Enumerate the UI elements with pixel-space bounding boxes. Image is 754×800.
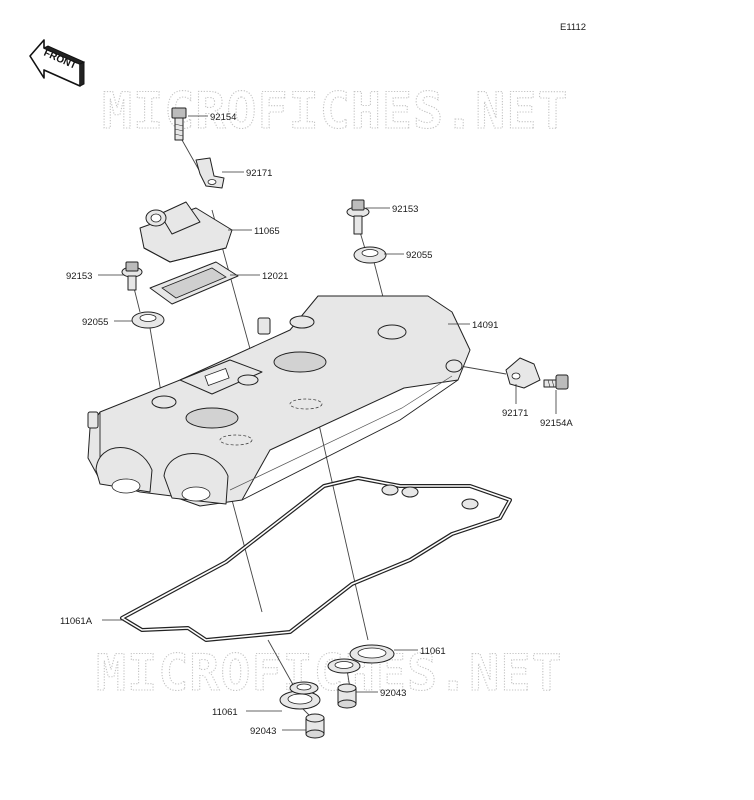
label-11061-right: 11061 [420, 646, 446, 657]
diagram-code: E1112 [560, 22, 586, 33]
watermark-bottom: MICROFICHES.NET [96, 644, 563, 702]
label-11061a: 11061A [60, 616, 93, 627]
label-14091: 14091 [472, 320, 498, 331]
label-92055-left: 92055 [82, 317, 108, 328]
cover-11065 [139, 201, 233, 263]
label-12021: 12021 [262, 271, 288, 282]
collar-92043-right [337, 683, 357, 709]
label-92055-right: 92055 [406, 250, 432, 261]
gasket-11061-left [279, 681, 321, 710]
bolt-92153-left [121, 261, 143, 291]
label-92043-left: 92043 [250, 726, 276, 737]
label-11065: 11065 [254, 226, 280, 237]
clamp-92171-right [505, 357, 541, 389]
gasket-11061a [120, 476, 512, 642]
bolt-92154 [171, 107, 187, 141]
bolt-92154a [543, 374, 569, 390]
front-arrow-icon: FRONT [29, 39, 86, 87]
plate-12021 [149, 261, 239, 305]
washer-92055-left [131, 311, 165, 329]
clamp-92171-top [195, 157, 225, 189]
label-92171-top: 92171 [246, 168, 272, 179]
leader-lines [98, 115, 557, 731]
label-92154a: 92154A [540, 418, 573, 429]
gasket-11061-right [327, 644, 395, 674]
bolt-92153-right [346, 199, 370, 235]
collar-92043-left [305, 713, 325, 739]
cylinder-head-cover-14091 [87, 295, 471, 507]
label-92043-right: 92043 [380, 688, 406, 699]
label-92154: 92154 [210, 112, 236, 123]
washer-92055-right [353, 246, 387, 264]
label-92153-right: 92153 [392, 204, 418, 215]
label-11061-left: 11061 [212, 707, 238, 718]
label-92171-right: 92171 [502, 408, 528, 419]
label-92153-left: 92153 [66, 271, 92, 282]
